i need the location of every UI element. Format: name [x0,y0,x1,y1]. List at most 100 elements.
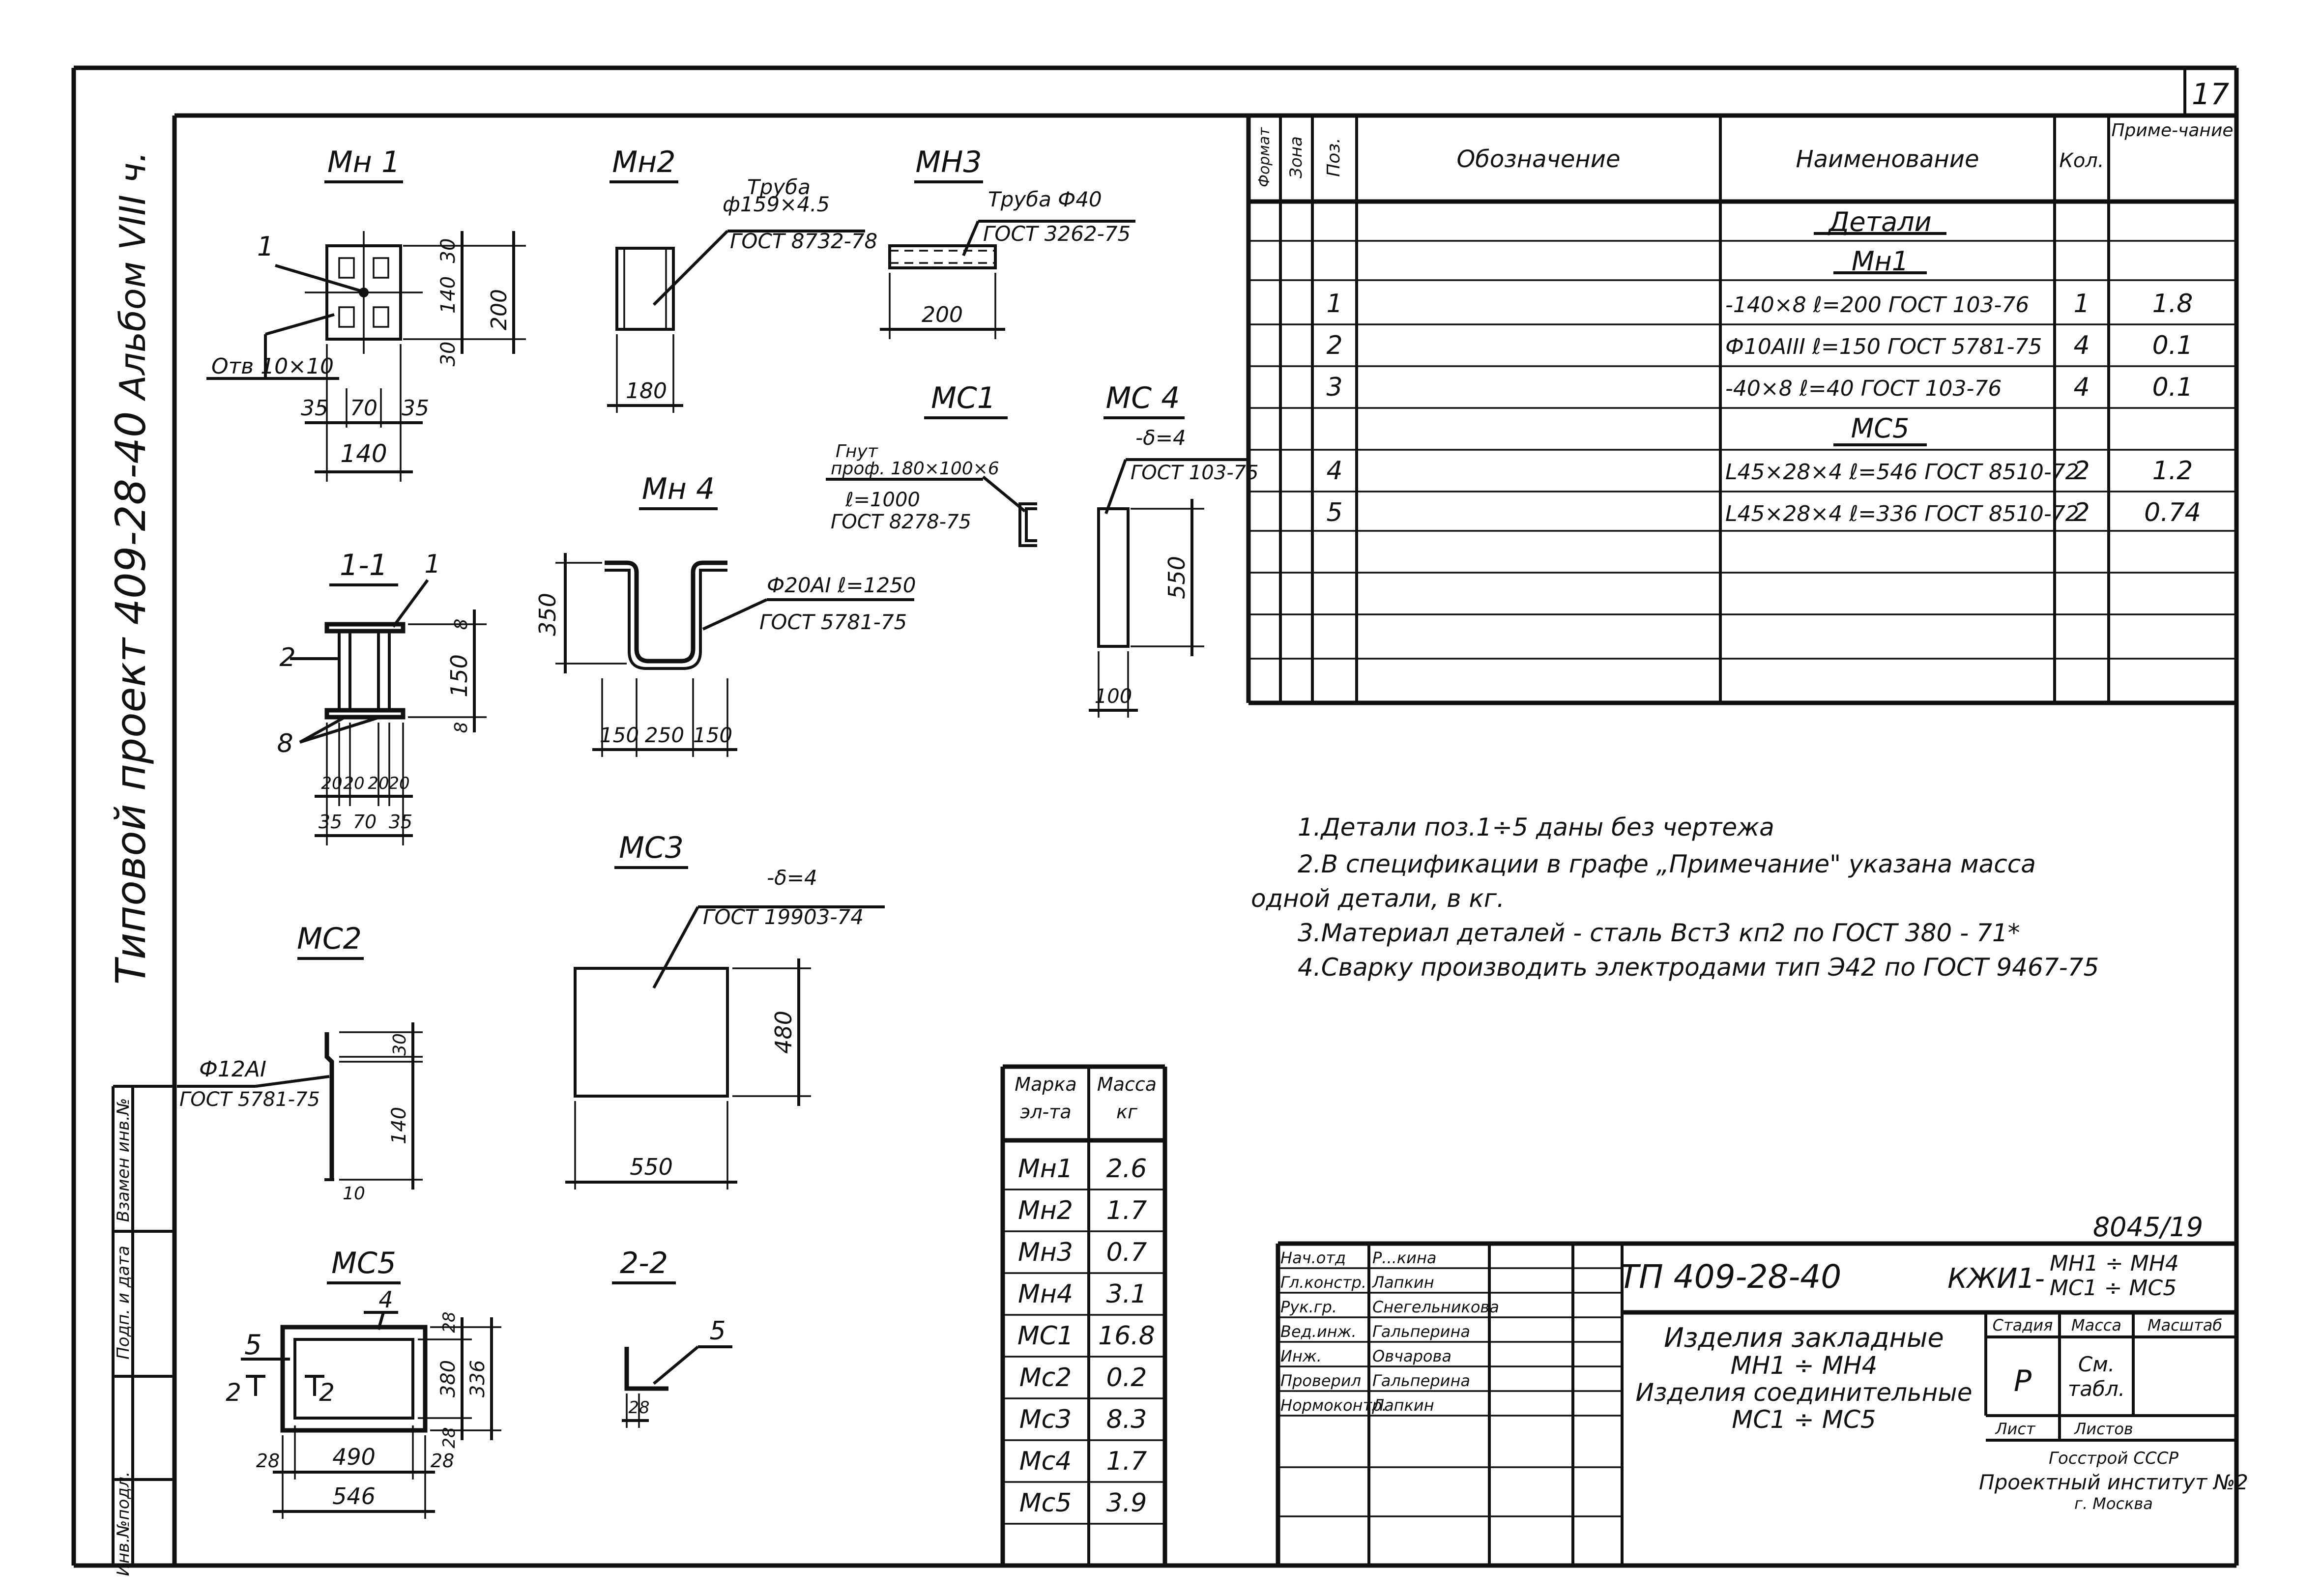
stamp-inv: Инв.№подл. [114,1472,133,1576]
svg-text:336: 336 [466,1360,489,1397]
spec-row-name: Мн1 [1852,246,1909,277]
signer-name: Р...кина [1372,1248,1436,1267]
signer-role: Инж. [1280,1347,1322,1365]
svg-text:10: 10 [343,1184,365,1204]
tb-stage: Р [2014,1364,2032,1398]
spec-row-pos: 2 [1326,331,1342,360]
spec-row-pos: 5 [1326,498,1342,527]
svg-text:5: 5 [709,1316,726,1346]
svg-text:4: 4 [378,1286,393,1313]
svg-text:ГОСТ 3262-75: ГОСТ 3262-75 [983,222,1131,246]
svg-text:28: 28 [431,1450,454,1472]
mass-row-mark: Мн3 [1018,1238,1073,1267]
tb-marks: КЖИ1- [1947,1263,2045,1295]
svg-text:150: 150 [600,723,639,747]
svg-text:490: 490 [332,1444,376,1470]
tb-title-3: Изделия соединительные [1635,1378,1972,1407]
svg-text:30: 30 [390,1033,410,1056]
tb-title-2: МН1 ÷ МН4 [1731,1351,1878,1380]
mass-row-mark: Мс3 [1019,1405,1072,1434]
svg-text:5: 5 [244,1329,262,1361]
sheet-number: 17 [2192,77,2229,112]
spec-row-qty: 1 [2073,289,2090,319]
drawing-mn3: МН3 Труба Ф40 ГОСТ 3262-75 200 [880,145,1135,339]
spec-row-name: -140×8 ℓ=200 ГОСТ 103-76 [1725,292,2029,318]
section-1-1-title: 1-1 [340,548,388,582]
signer-role: Проверил [1280,1371,1361,1390]
mc1-title: МС1 [931,381,996,415]
svg-text:28: 28 [439,1427,459,1448]
spec-row-name: Детали [1828,206,1932,237]
spec-row-name: L45×28×4 ℓ=336 ГОСТ 8510-72 [1725,501,2079,526]
spec-row-name: -40×8 ℓ=40 ГОСТ 103-76 [1725,376,2002,401]
svg-text:Труба: Труба [747,175,811,199]
svg-text:70: 70 [350,396,377,421]
svg-text:546: 546 [332,1483,376,1509]
stamp-sign: Подп. и дата [114,1246,133,1360]
spec-row-note: 0.74 [2144,498,2201,527]
svg-text:70: 70 [353,811,377,833]
mn1-title: Мн 1 [327,145,400,179]
spec-row-name: МС5 [1851,413,1910,444]
spec-row-note: 1.2 [2152,456,2193,486]
svg-text:1: 1 [424,550,440,579]
drawing-mc5: МС5 4 5 2 2 490 546 28 28 28 380 28 336 [226,1246,501,1519]
mass-row-mark: Мн4 [1018,1279,1073,1309]
mass-row-mark: Мс4 [1019,1447,1072,1476]
tb-title-4: МС1 ÷ МС5 [1732,1405,1876,1434]
svg-text:8: 8 [277,729,293,758]
mass-row-mark: Мс5 [1019,1488,1072,1518]
doc-number: 8045/19 [2093,1212,2203,1243]
svg-text:30: 30 [437,238,460,263]
mc5-title: МС5 [331,1246,396,1280]
svg-text:ГОСТ 8732-78: ГОСТ 8732-78 [730,229,877,253]
drawing-mn1: Мн 1 1 Отв 10×10 35 70 35 140 30 140 30 [206,145,526,482]
mass-row-mass: 1.7 [1106,1447,1147,1476]
note-1: 1.Детали поз.1÷5 даны без чертежа [1298,813,1774,842]
mn3-title: МН3 [915,145,982,179]
svg-text:35: 35 [402,396,429,421]
svg-text:Ф20АI ℓ=1250: Ф20АI ℓ=1250 [767,573,916,597]
tb-org-2: Проектный институт №2 [1979,1470,2248,1494]
svg-text:-δ=4: -δ=4 [767,866,817,890]
svg-text:8: 8 [451,619,471,630]
svg-text:200: 200 [922,302,963,327]
svg-text:550: 550 [1163,556,1190,599]
album-label: Альбом VIII ч. [112,151,153,402]
tb-org-1: Госстрой СССР [2049,1449,2178,1468]
title-block [1276,1241,2236,1566]
mass-row-mass: 0.7 [1106,1238,1147,1267]
svg-text:30: 30 [437,342,460,367]
mass-header-mass: Масса кг [1097,1074,1157,1123]
note-4: 4.Сварку производить электродами тип Э42… [1298,953,2099,982]
note-3: 3.Материал деталей - сталь Вст3 кп2 по Г… [1298,919,2020,947]
signer-name: Лапкин [1372,1396,1434,1415]
signer-role: Нормоконтр. [1280,1396,1387,1415]
tb-sheets-label: Листов [2074,1420,2133,1438]
svg-text:200: 200 [487,289,512,330]
svg-text:-δ=4: -δ=4 [1135,426,1186,450]
svg-text:28: 28 [628,1398,649,1418]
mass-row-mass: 1.7 [1106,1196,1147,1225]
svg-text:140: 140 [437,276,460,314]
spec-row-qty: 4 [2073,373,2090,402]
svg-text:ГОСТ 103-75: ГОСТ 103-75 [1131,462,1259,484]
spec-header-qty: Кол. [2059,149,2104,172]
svg-text:20: 20 [321,774,342,793]
drawing-mc2: МС2 Ф12АI ГОСТ 5781-75 30 70 140 10 [177,922,423,1204]
svg-text:150: 150 [446,654,472,697]
signer-name: Гальперина [1372,1322,1470,1341]
tb-stage-label: Стадия [1993,1316,2053,1335]
spec-row-qty: 2 [2073,498,2090,527]
mass-row-mass: 0.2 [1106,1363,1147,1393]
signer-name: Гальперина [1372,1371,1470,1390]
drawing-mn4: Мн 4 Ф20АI ℓ=1250 ГОСТ 5781-75 350 150 2… [534,472,916,757]
svg-text:250: 250 [645,723,684,747]
spec-row-pos: 3 [1326,373,1342,402]
mn2-title: Мн2 [612,145,675,179]
svg-text:35: 35 [301,396,328,421]
tb-title-1: Изделия закладные [1664,1322,1944,1353]
svg-text:2: 2 [279,643,295,672]
drawing-mc4: МС 4 -δ=4 ГОСТ 103-75 550 100 [1089,381,1259,718]
